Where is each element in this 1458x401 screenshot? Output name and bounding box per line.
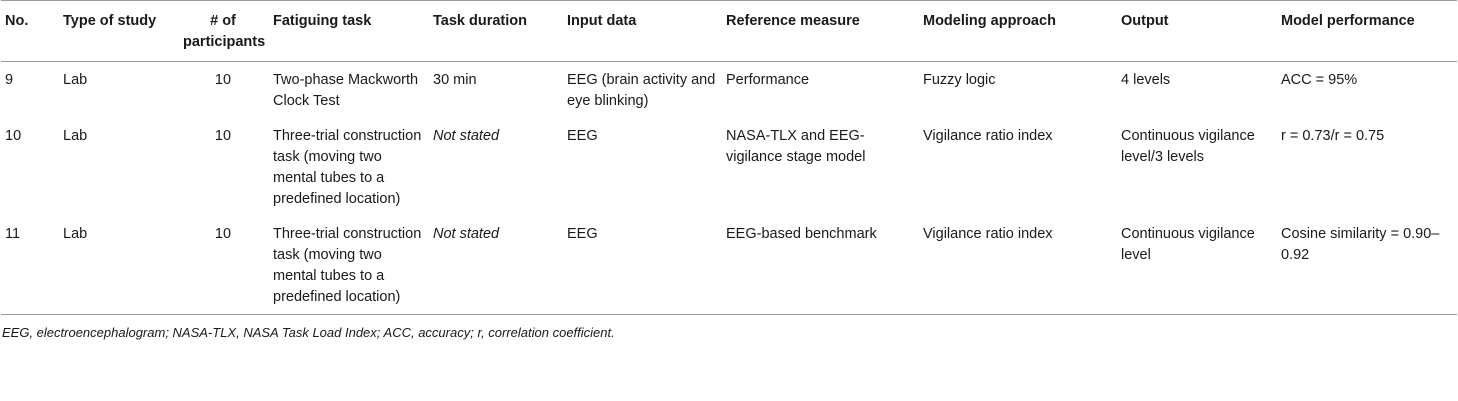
cell-duration: 30 min [433,72,477,88]
cell-no: 11 [5,226,21,242]
header-row: No. Type of study # of participants Fati… [1,0,1457,62]
cell-input: EEG [567,128,598,144]
header-input: Input data [567,13,637,29]
cell-task: Three-trial construction task (moving tw… [273,128,422,207]
cell-output: Continuous vigilance level [1121,226,1255,263]
study-table-container: No. Type of study # of participants Fati… [1,0,1457,340]
header-no: No. [5,13,29,29]
cell-reference: Performance [726,72,810,88]
cell-no: 10 [5,128,22,144]
study-table: No. Type of study # of participants Fati… [1,0,1457,315]
cell-output: Continuous vigilance level/3 levels [1121,128,1255,165]
cell-participants: 10 [214,226,232,242]
cell-output: 4 levels [1121,72,1171,88]
table-footnote: EEG, electroencephalogram; NASA-TLX, NAS… [2,325,615,340]
cell-type: Lab [63,226,88,242]
cell-reference: EEG-based benchmark [726,226,877,242]
header-reference: Reference measure [726,13,860,29]
header-modeling: Modeling approach [923,13,1056,29]
header-type: Type of study [63,13,157,29]
cell-performance: Cosine similarity = 0.90–0.92 [1281,226,1440,263]
table-row: 11 Lab 10 Three-trial construction task … [1,216,1457,315]
header-duration: Task duration [433,13,527,29]
cell-modeling: Vigilance ratio index [923,226,1053,242]
cell-modeling: Vigilance ratio index [923,128,1053,144]
cell-no: 9 [5,72,14,88]
cell-participants: 10 [214,72,232,88]
header-task: Fatiguing task [273,13,372,29]
table-row: 10 Lab 10 Three-trial construction task … [1,118,1457,216]
table-row: 9 Lab 10 Two-phase Mackworth Clock Test … [1,62,1457,119]
header-performance: Model performance [1281,13,1415,29]
cell-modeling: Fuzzy logic [923,72,996,88]
cell-performance: ACC = 95% [1281,72,1358,88]
cell-duration: Not stated [433,128,500,144]
cell-task: Three-trial construction task (moving tw… [273,226,422,305]
cell-participants: 10 [214,128,232,144]
cell-performance: r = 0.73/r = 0.75 [1281,128,1385,144]
cell-input: EEG [567,226,598,242]
cell-type: Lab [63,72,88,88]
cell-type: Lab [63,128,88,144]
cell-duration: Not stated [433,226,500,242]
header-output: Output [1121,13,1169,29]
header-participants: # of participants [183,13,266,50]
cell-input: EEG (brain activity and eye blinking) [567,72,716,109]
cell-task: Two-phase Mackworth Clock Test [273,72,419,109]
cell-reference: NASA-TLX and EEG-vigilance stage model [726,128,866,165]
